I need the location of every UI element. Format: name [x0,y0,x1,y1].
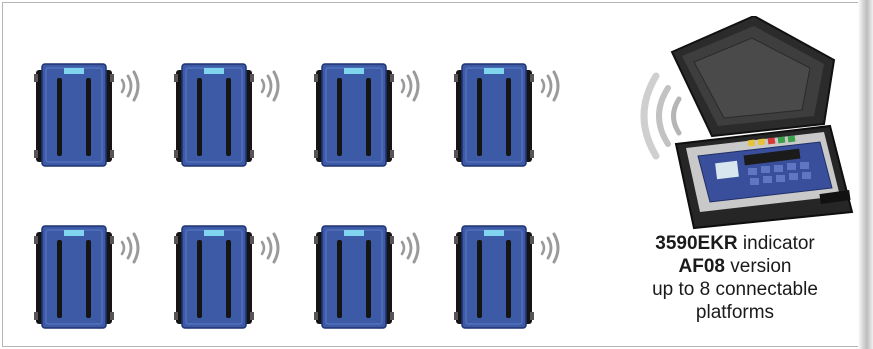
wireless-weighing-platform-icon [170,218,300,338]
weighing-platform-2 [170,56,300,176]
caption-line-4: platforms [620,301,850,324]
wireless-weighing-platform-icon [170,56,300,176]
weighing-platform-6 [170,218,300,338]
wireless-weighing-platform-icon [310,56,440,176]
indicator-version-suffix: version [725,256,792,277]
weighing-platform-8 [450,218,580,338]
caption-line-version: AF08 version [620,255,850,278]
weighing-platform-1 [30,56,160,176]
wireless-weighing-platform-icon [310,218,440,338]
indicator-model: 3590EKR [655,233,737,254]
wireless-weighing-platform-icon [30,56,160,176]
weighing-platform-3 [310,56,440,176]
indicator-model-suffix: indicator [738,233,815,254]
indicator-case-drawing [624,16,864,236]
weighing-platform-5 [30,218,160,338]
wireless-weighing-platform-icon [30,218,160,338]
caption-line-model: 3590EKR indicator [620,232,850,255]
weighing-platform-7 [310,218,440,338]
caption-line-3: up to 8 connectable [620,278,850,301]
indicator-version: AF08 [679,256,725,277]
weighing-platform-4 [450,56,580,176]
wireless-weighing-platform-icon [450,56,580,176]
portable-indicator-case-icon [624,16,864,236]
indicator-caption: 3590EKR indicator AF08 version up to 8 c… [620,232,850,324]
wireless-weighing-platform-icon [450,218,580,338]
